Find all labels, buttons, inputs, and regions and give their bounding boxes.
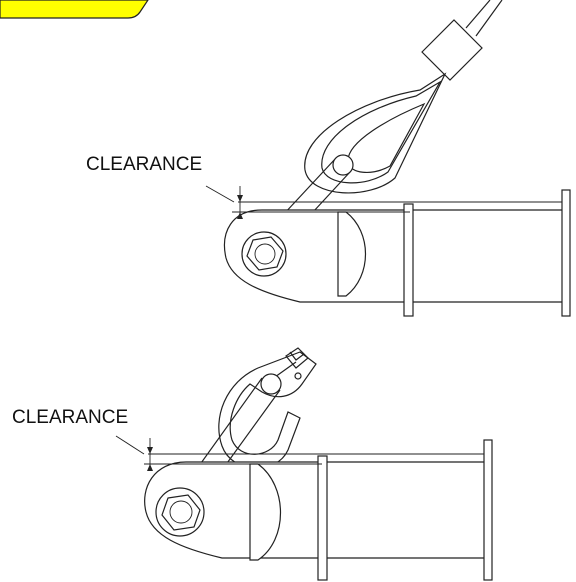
lug-nut-icon [155,487,205,537]
warning-tab [0,0,149,19]
clearance-indicator [205,185,562,219]
beam-section [317,439,493,581]
top-figure: CLEARANCE [86,0,571,317]
sling-bar [175,373,282,507]
crane-hook-icon [218,347,317,469]
bottom-figure: CLEARANCE [12,347,493,581]
stiffener-plate [249,463,282,561]
clearance-indicator [115,435,484,471]
clearance-label: CLEARANCE [12,407,128,428]
stiffener-plate [337,211,366,297]
thimble-eye [304,72,447,194]
wire-rope [421,0,503,81]
lug-nut-icon [241,231,287,277]
beam-section [403,189,571,317]
clearance-label: CLEARANCE [86,154,202,175]
